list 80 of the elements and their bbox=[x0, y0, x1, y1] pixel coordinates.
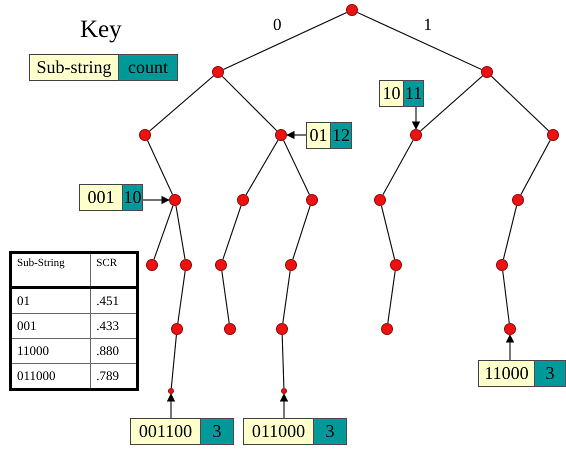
count-label: 3 bbox=[535, 361, 565, 386]
tree-branch-line bbox=[380, 206, 396, 260]
arrow bbox=[280, 393, 288, 418]
substring-label: 001 bbox=[80, 185, 123, 210]
tree-branch-line bbox=[170, 334, 178, 388]
tree-node-circle bbox=[346, 4, 358, 16]
callout-box bbox=[79, 184, 143, 211]
arrow bbox=[143, 196, 170, 204]
tree-branch-line bbox=[222, 206, 242, 260]
tree-branch-line bbox=[149, 75, 214, 132]
callout-box bbox=[243, 418, 347, 445]
tree-node-circle bbox=[306, 194, 318, 206]
tree-branch-line bbox=[153, 205, 174, 260]
arrow bbox=[412, 107, 420, 130]
tree-node-circle bbox=[168, 388, 174, 394]
callout-box bbox=[379, 80, 424, 107]
tree-node-circle bbox=[180, 259, 192, 271]
tree-node-circle bbox=[169, 194, 181, 206]
tree-branch-line bbox=[292, 206, 311, 260]
arrow bbox=[286, 130, 306, 140]
arrow bbox=[506, 334, 514, 360]
tree-node-circle bbox=[374, 194, 386, 206]
count-label: 11 bbox=[404, 81, 423, 106]
callout-box bbox=[130, 418, 234, 445]
tree-node-circle bbox=[281, 388, 287, 394]
tree-branch-line bbox=[502, 270, 510, 324]
callout-box bbox=[478, 360, 566, 387]
tree-node-circle bbox=[512, 194, 524, 206]
count-label: 12 bbox=[331, 123, 351, 148]
substring-label: 10 bbox=[380, 81, 404, 106]
tree-node-circle bbox=[224, 323, 236, 335]
tree-branch-line bbox=[490, 76, 550, 132]
count-label: 10 bbox=[123, 185, 142, 210]
key-heading: Key bbox=[80, 16, 122, 44]
substring-label: 011000 bbox=[244, 419, 314, 444]
substring-label: 01 bbox=[307, 123, 331, 148]
tree-branch-line bbox=[221, 270, 230, 324]
legend-swatch-label: count bbox=[119, 55, 177, 80]
tree-branch-line bbox=[502, 206, 518, 260]
tree-node-circle bbox=[504, 323, 516, 335]
tree-branch-line bbox=[175, 206, 186, 260]
tree-node-circle bbox=[146, 259, 158, 271]
table-value: 001 bbox=[10, 314, 91, 338]
tree-node-circle bbox=[381, 323, 393, 335]
tree-node-circle bbox=[275, 129, 287, 141]
tree-node-circle bbox=[212, 66, 224, 78]
tree-node-circle bbox=[171, 323, 183, 335]
tree-branch-line bbox=[246, 140, 278, 196]
tree-node-circle bbox=[237, 194, 249, 206]
tree-node-circle bbox=[139, 129, 151, 141]
tree-branch-line bbox=[177, 270, 186, 324]
tree-branch-line bbox=[282, 270, 291, 324]
substring-label: 11000 bbox=[479, 361, 535, 386]
tree-branch-line bbox=[283, 140, 310, 195]
table-value: 11000 bbox=[10, 338, 91, 364]
tree-branch-line bbox=[282, 334, 284, 388]
tree-branch-line bbox=[222, 76, 278, 132]
tree-node-circle bbox=[410, 129, 422, 141]
tree-node-circle bbox=[215, 259, 227, 271]
tree-branch-line bbox=[357, 12, 482, 70]
tree-node-circle bbox=[276, 323, 288, 335]
arrow bbox=[166, 393, 176, 418]
count-label: 3 bbox=[201, 419, 233, 444]
column-header: Sub-String bbox=[10, 252, 91, 288]
tree-node-circle bbox=[496, 259, 508, 271]
tree-node-circle bbox=[547, 129, 559, 141]
callout-box bbox=[306, 122, 352, 149]
substring-label: 001100 bbox=[131, 419, 201, 444]
tree-branch-line bbox=[223, 12, 347, 70]
tree-node-circle bbox=[390, 259, 402, 271]
tree-branch-line bbox=[520, 140, 551, 195]
tree-branch-line bbox=[387, 270, 396, 324]
legend-swatch-label: Sub-string bbox=[30, 55, 119, 80]
tree-branch-line bbox=[420, 76, 483, 132]
tree-branch-line bbox=[146, 140, 174, 195]
tree-node-circle bbox=[481, 66, 493, 78]
table-value: 01 bbox=[10, 288, 91, 314]
tree-branch-line bbox=[382, 140, 414, 196]
count-label: 3 bbox=[314, 419, 346, 444]
tree-node-circle bbox=[285, 259, 297, 271]
